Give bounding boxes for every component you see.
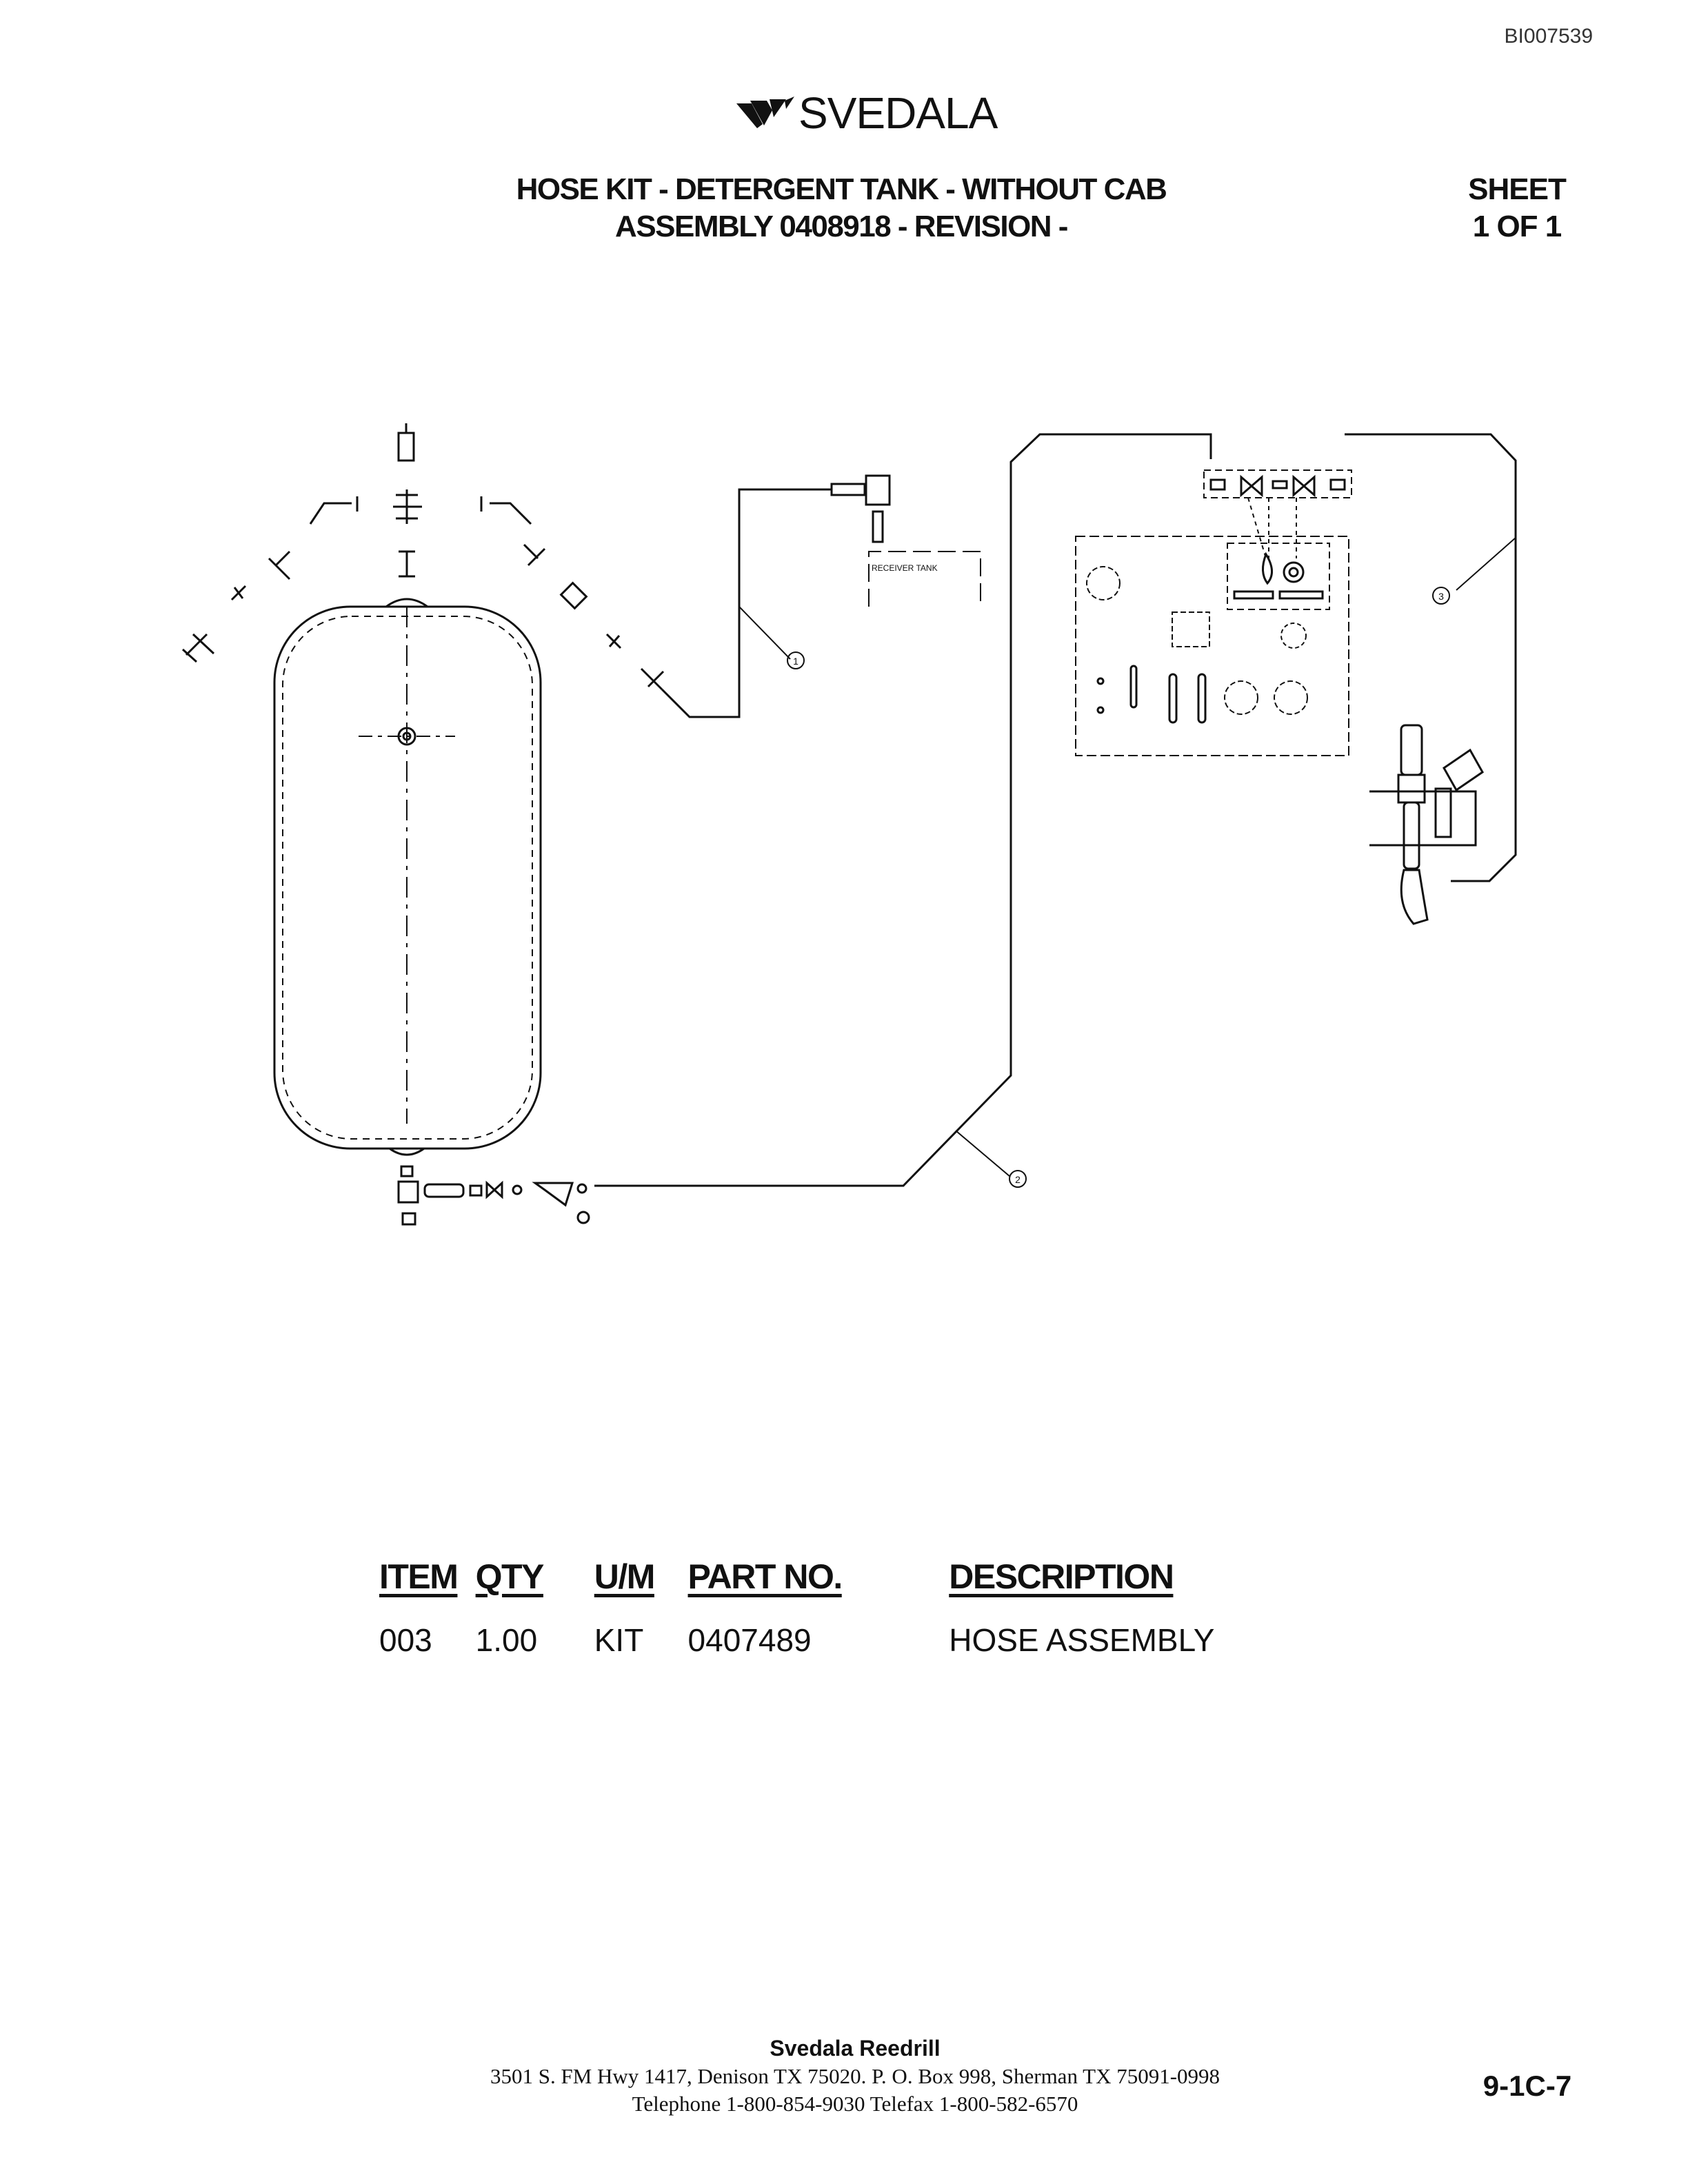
col-header-part-no: PART NO.: [687, 1557, 843, 1596]
svedala-logo-icon: [736, 97, 794, 128]
detergent-tank: [273, 598, 542, 1156]
page-number: 9-1C-7: [1483, 2070, 1572, 2102]
footer: Svedala Reedrill 3501 S. FM Hwy 1417, De…: [386, 2034, 1324, 2118]
table-header-row: ITEM QTY U/M PART NO. DESCRIPTION: [379, 1557, 1345, 1597]
document-id: BI007539: [1504, 25, 1593, 48]
title-line-2: ASSEMBLY 0408918 - REVISION -: [615, 210, 1068, 243]
col-header-item: ITEM: [379, 1557, 459, 1596]
svedala-logo: SVEDALA: [731, 88, 998, 138]
receiver-tank: RECEIVER TANK: [868, 551, 981, 607]
sheet-indicator: SHEET 1 OF 1: [1441, 171, 1593, 245]
frame-outline: 3: [1345, 433, 1517, 882]
cell-um: KIT: [594, 1622, 644, 1658]
title-line-1: HOSE KIT - DETERGENT TANK - WITHOUT CAB: [516, 172, 1167, 206]
valve-manifold: [1203, 469, 1352, 559]
col-header-description: DESCRIPTION: [949, 1557, 1174, 1596]
parts-table: ITEM QTY U/M PART NO. DESCRIPTION 003 1.…: [379, 1557, 1345, 1659]
title-block: HOSE KIT - DETERGENT TANK - WITHOUT CAB …: [483, 171, 1200, 245]
cell-part-no: 0407489: [687, 1622, 812, 1658]
company-phone: Telephone 1-800-854-9030 Telefax 1-800-5…: [632, 2092, 1078, 2116]
company-address: 3501 S. FM Hwy 1417, Denison TX 75020. P…: [490, 2064, 1220, 2088]
hose-kit-diagram: 1 RECEIVER TANK 2 3: [181, 423, 1517, 1226]
sheet-count: 1 OF 1: [1472, 210, 1563, 243]
col-header-qty: QTY: [475, 1557, 545, 1596]
bottom-fittings: [397, 1165, 590, 1226]
hose-1: 1: [661, 474, 891, 718]
callout-1: 1: [793, 656, 798, 667]
cell-item: 003: [379, 1622, 432, 1658]
callout-3: 3: [1438, 591, 1444, 602]
cell-qty: 1.00: [475, 1622, 538, 1658]
top-fittings: [181, 423, 665, 691]
callout-2: 2: [1015, 1174, 1021, 1185]
table-row: 003 1.00 KIT 0407489 HOSE ASSEMBLY: [379, 1597, 1345, 1659]
control-panel: [1075, 536, 1349, 756]
brand-name: SVEDALA: [798, 88, 998, 138]
hose-2: 2: [594, 433, 1212, 1188]
pump-assembly: [1369, 724, 1484, 925]
receiver-tank-label: RECEIVER TANK: [872, 563, 938, 573]
company-name: Svedala Reedrill: [770, 2036, 941, 2061]
sheet-label: SHEET: [1468, 172, 1567, 206]
cell-description: HOSE ASSEMBLY: [949, 1622, 1215, 1658]
col-header-um: U/M: [594, 1557, 656, 1596]
